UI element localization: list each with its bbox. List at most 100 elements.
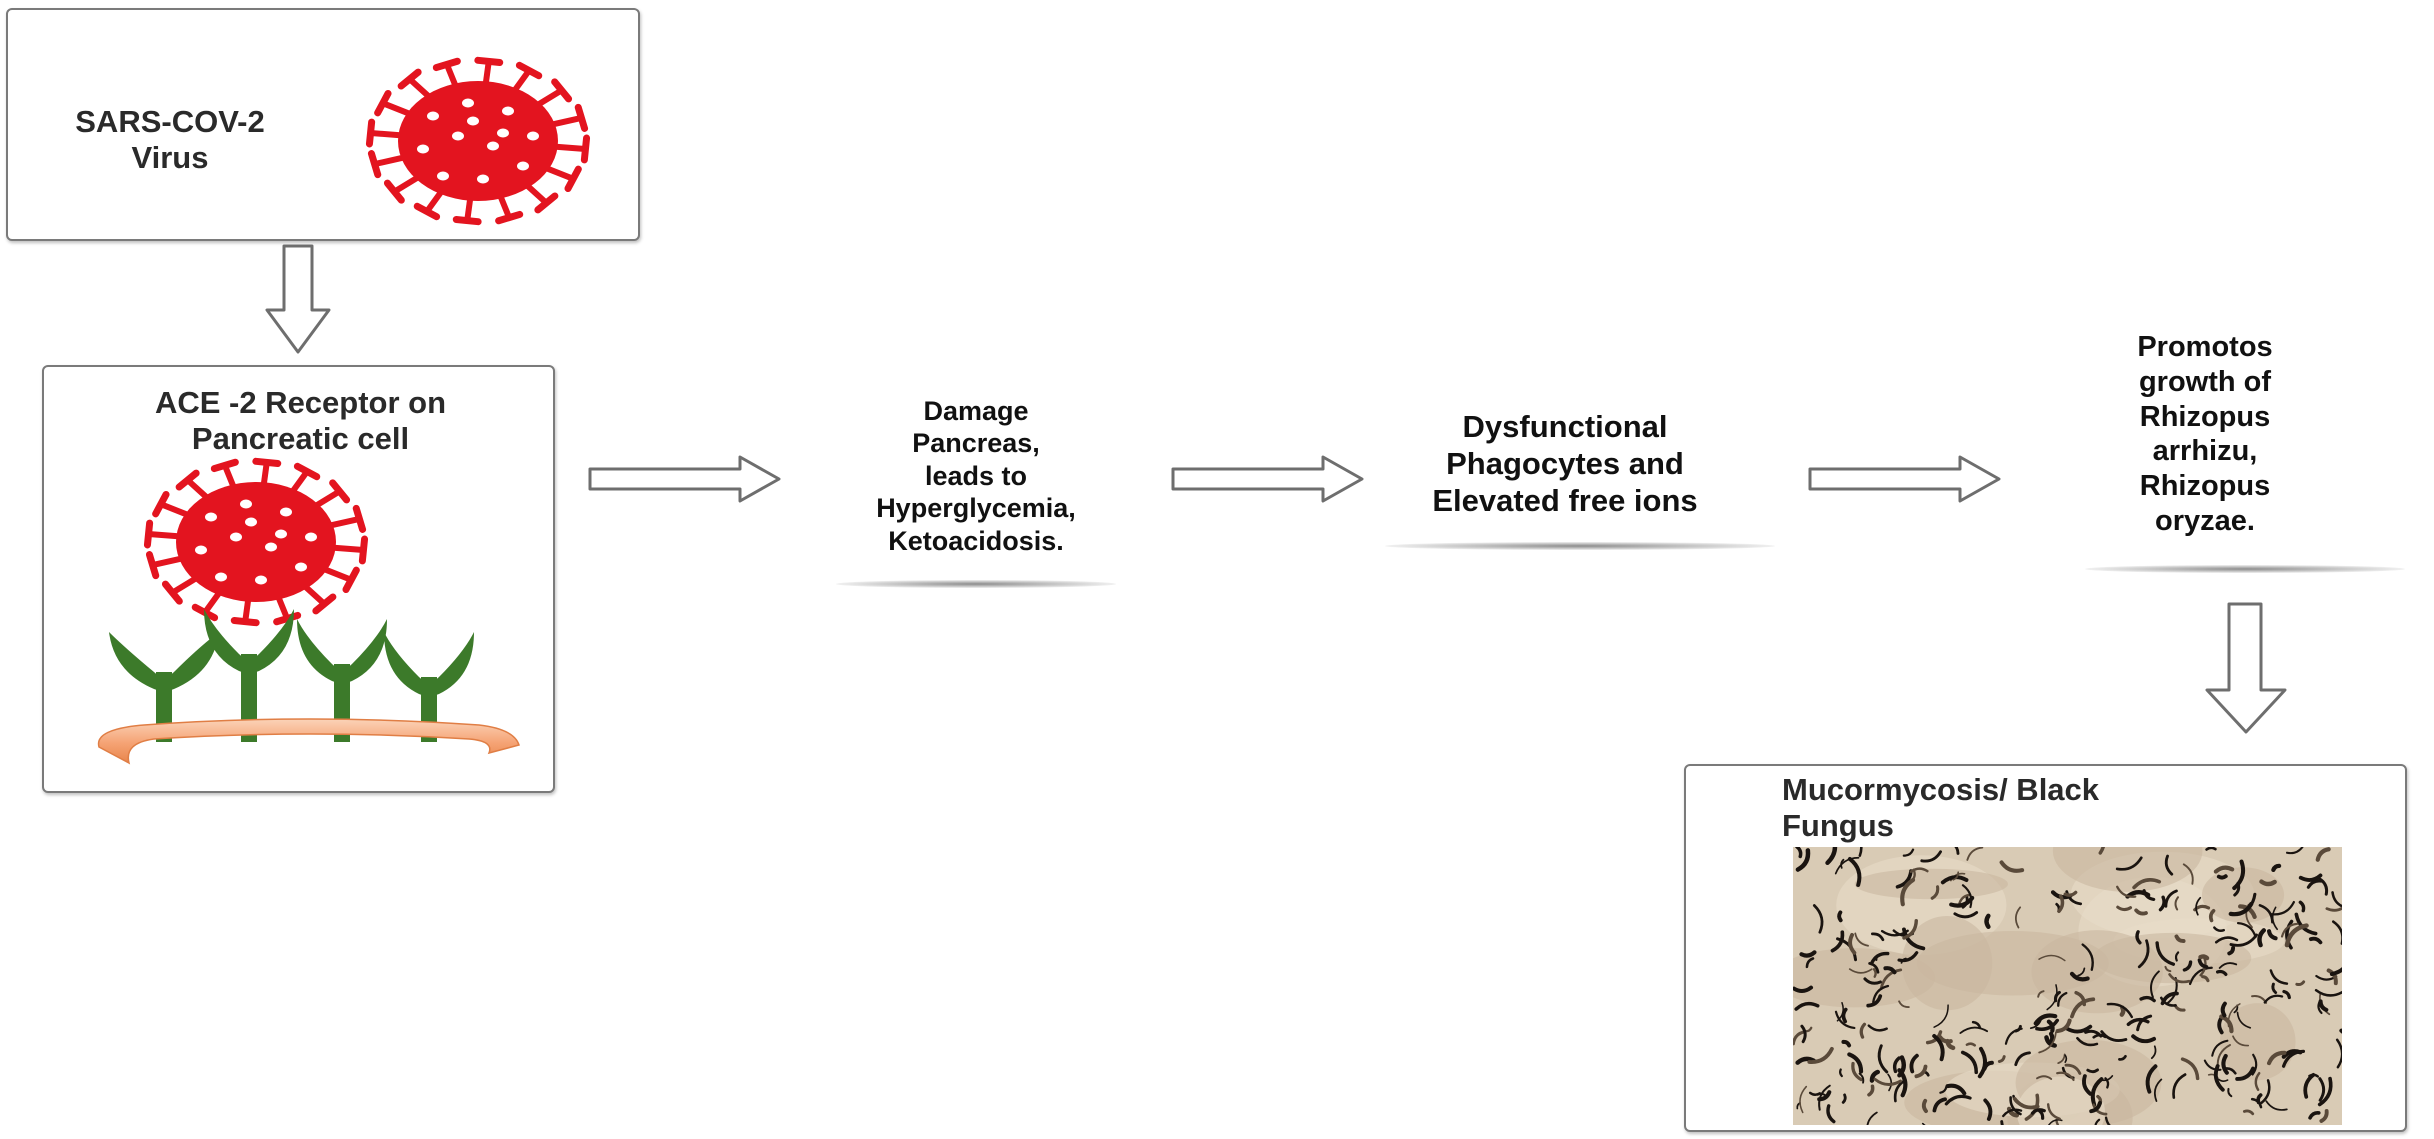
micrograph-hypha <box>2142 889 2156 901</box>
micrograph-blotch <box>2031 930 2163 1014</box>
micrograph-hypha <box>2203 1059 2222 1071</box>
micrograph-hypha <box>2015 906 2022 929</box>
virus-spike-cap <box>574 103 589 132</box>
micrograph-blotch <box>2219 1003 2296 1081</box>
micrograph-hypha <box>2211 1039 2229 1057</box>
micrograph-hypha <box>2131 1034 2157 1044</box>
micrograph-hypha <box>2038 954 2066 962</box>
micrograph-hypha <box>1873 1077 1902 1086</box>
micrograph-hypha <box>1952 871 1960 881</box>
micrograph-hypha <box>1854 932 1869 947</box>
virus-spike <box>424 190 444 214</box>
coronavirus-icon <box>143 457 369 627</box>
virus-spike-cap <box>143 519 154 549</box>
virus-spike-cap <box>161 580 183 605</box>
micrograph-hypha <box>2055 1018 2072 1034</box>
micrograph-hypha <box>2104 1077 2110 1089</box>
virus-dot <box>487 141 499 151</box>
virus-spike <box>242 599 252 623</box>
micrograph-hypha <box>2118 1054 2127 1061</box>
micrograph-hypha <box>2271 863 2282 873</box>
virus-dot <box>437 171 449 181</box>
micrograph-hypha <box>2155 941 2176 966</box>
micrograph-hypha <box>1920 850 1942 863</box>
micrograph-hypha <box>2164 965 2172 973</box>
virus-spike <box>151 555 182 569</box>
micrograph-hypha <box>1872 984 1890 1004</box>
micrograph-hypha <box>2235 1066 2255 1081</box>
micrograph-hypha <box>2119 1005 2126 1017</box>
micrograph-hypha <box>2188 966 2213 986</box>
micrograph-hypha <box>1965 1042 1977 1047</box>
micrograph-hypha <box>1932 1097 1947 1113</box>
virus-dot <box>497 128 509 138</box>
micrograph-hypha <box>1795 848 1811 872</box>
micrograph-hypha <box>1799 1085 1808 1114</box>
virus-spike-cap <box>374 89 392 117</box>
micrograph-hypha <box>2077 967 2086 977</box>
micrograph-hypha <box>2201 975 2210 983</box>
virus-spike <box>555 143 586 152</box>
virus-dot <box>195 545 207 555</box>
micrograph-hypha <box>1898 1000 1910 1008</box>
micrograph-hypha <box>2213 865 2235 874</box>
micrograph-hypha <box>1877 1044 1889 1074</box>
micrograph-hypha <box>2258 904 2274 924</box>
micrograph-hypha <box>2314 988 2342 997</box>
micrograph-hypha <box>2076 1036 2099 1047</box>
micrograph-hypha <box>2145 1064 2158 1094</box>
virus-spike-cap <box>312 593 337 615</box>
virus-spike-cap <box>495 210 524 225</box>
micrograph-hypha <box>1805 957 1815 969</box>
micrograph-hypha <box>1858 1072 1865 1084</box>
micrograph-hypha <box>1945 1083 1967 1096</box>
virus-spike-cap <box>551 78 573 103</box>
micrograph-hypha <box>2195 896 2202 916</box>
micrograph-hypha <box>2317 1000 2323 1015</box>
virus-spike <box>275 596 290 620</box>
micrograph-hypha <box>2318 999 2329 1012</box>
micrograph-blotch <box>1854 868 2008 900</box>
micrograph-hypha <box>1859 1022 1867 1039</box>
virus-spike <box>315 488 342 508</box>
micrograph-hypha <box>2100 1075 2114 1082</box>
virus-spike <box>303 584 327 607</box>
micrograph-hypha <box>2046 984 2058 1011</box>
micrograph-hypha <box>1875 953 1882 961</box>
micrograph-hypha <box>1921 1122 1926 1125</box>
micrograph-hypha <box>2208 908 2216 923</box>
ace2-box-title-line1: ACE -2 Receptor on <box>154 385 447 420</box>
micrograph-hypha <box>2281 1049 2303 1059</box>
micrograph-hypha <box>1953 911 1979 919</box>
micrograph-hypha <box>2232 1035 2250 1047</box>
micrograph-hypha <box>2303 1072 2316 1099</box>
micrograph-hypha <box>2217 1015 2224 1035</box>
virus-spike-cap <box>152 490 170 518</box>
micrograph-hypha <box>2267 929 2278 941</box>
micrograph-hypha <box>2216 874 2228 880</box>
virus-body <box>176 482 336 602</box>
virus-dot <box>517 161 529 171</box>
micrograph-hypha <box>1868 962 1880 974</box>
micrograph-hypha <box>2227 1003 2241 1028</box>
virus-dot <box>205 512 217 522</box>
micrograph-hypha <box>2180 1057 2200 1081</box>
micrograph-hypha <box>1817 1090 1832 1102</box>
micrograph-hypha <box>1812 904 1824 934</box>
micrograph-hypha <box>2221 1054 2229 1075</box>
micrograph-hypha <box>2150 1045 2157 1060</box>
step-promotes-text: Promotos growth of Rhizopus arrhizu, Rhi… <box>2137 331 2273 537</box>
micrograph-hypha <box>1848 932 1857 955</box>
micrograph-hypha <box>1902 927 1926 951</box>
virus-spike-cap <box>580 134 591 164</box>
down-arrow-2 <box>2205 602 2287 734</box>
micrograph-hypha <box>2308 1073 2320 1078</box>
virus-spike <box>333 544 364 553</box>
coronavirus-icon <box>365 56 591 226</box>
micrograph-hypha <box>1944 1094 1972 1106</box>
virus-dot <box>275 529 287 539</box>
virus-dot <box>527 131 539 141</box>
micrograph-hypha <box>2331 891 2342 908</box>
micrograph-hypha <box>2033 1013 2058 1026</box>
micrograph-hypha <box>1960 1050 1978 1075</box>
